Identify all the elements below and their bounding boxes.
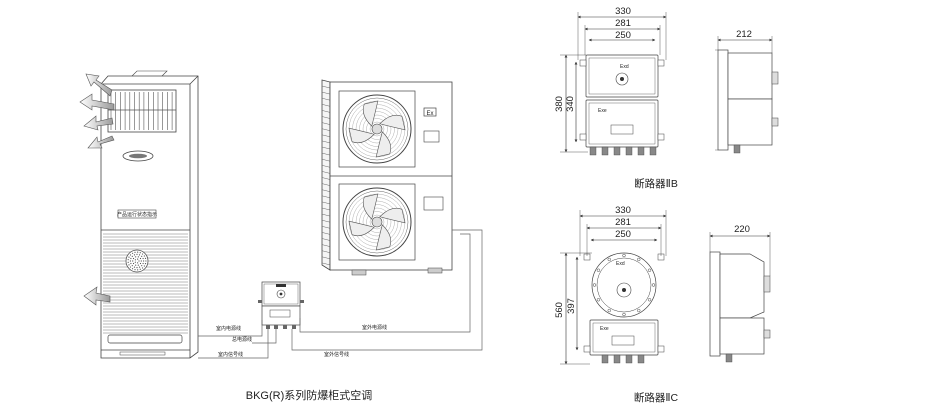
upper-grille [108,92,176,130]
brk-b-side-dimension [717,36,773,53]
brk-b-dimensions [560,12,667,153]
breaker-iic-side [709,251,771,363]
brk-c-dim-220: 220 [734,224,750,235]
label-main-power: 总电源线 [232,336,252,343]
brk-b-dim-330: 330 [615,6,631,17]
brk-c-caption: 断路器ⅡC [634,391,679,404]
label-indoor-power: 室内电源线 [216,325,241,332]
airflow-arrows [79,73,115,306]
outdoor-side-fins [321,85,331,266]
main-power-wire [252,329,277,344]
breaker-iib-side [715,49,779,154]
wiring [198,229,483,359]
brk-c-dimensions [560,210,667,365]
main-caption: BKG(R)系列防爆柜式空调 [246,388,373,402]
outdoor-signal-wire [291,229,483,351]
brk-b-caption: 断路器ⅡB [634,177,678,190]
outdoor-power-wire [299,233,471,333]
outdoor-fan-top [338,90,416,168]
central-breaker-box [258,281,304,329]
indoor-status-panel-text: 产品运行状态指示 [117,211,157,218]
indoor-signal-wire [198,329,269,359]
brk-b-dim-340: 340 [565,96,576,112]
outdoor-ex-mark: Ex [426,111,433,117]
brk-b-dim-250: 250 [615,30,631,41]
indoor-power-wire [198,320,263,337]
brk-c-dim-397: 397 [566,298,577,314]
outdoor-fan-bottom [338,183,416,261]
brk-c-dim-330: 330 [615,205,631,216]
label-outdoor-signal: 室外信号线 [324,351,349,358]
breaker-iib-front [579,54,665,156]
brk-c-side-dimension [709,232,771,276]
round-grille [127,251,147,271]
brk-b-dim-380: 380 [554,96,565,112]
breaker-iic-front [583,252,665,364]
brk-b-lower-mark: Exe [598,108,607,114]
lower-grille [103,233,188,334]
label-indoor-signal: 室内信号线 [218,351,243,358]
brk-c-dim-560: 560 [554,302,565,318]
label-outdoor-power: 室外电源线 [362,324,387,331]
brk-c-upper-mark: Exd [616,261,625,267]
brk-b-upper-mark: Exd [620,64,629,70]
brk-c-lower-mark: Exe [600,326,609,332]
brk-c-dim-250: 250 [615,229,631,240]
indoor-cabinet-unit: 产品运行状态指示 [100,70,199,359]
brk-b-dim-281: 281 [615,18,631,29]
chamber-bolts [592,253,656,317]
brk-c-dim-281: 281 [615,217,631,228]
brk-b-dim-212: 212 [736,29,752,40]
